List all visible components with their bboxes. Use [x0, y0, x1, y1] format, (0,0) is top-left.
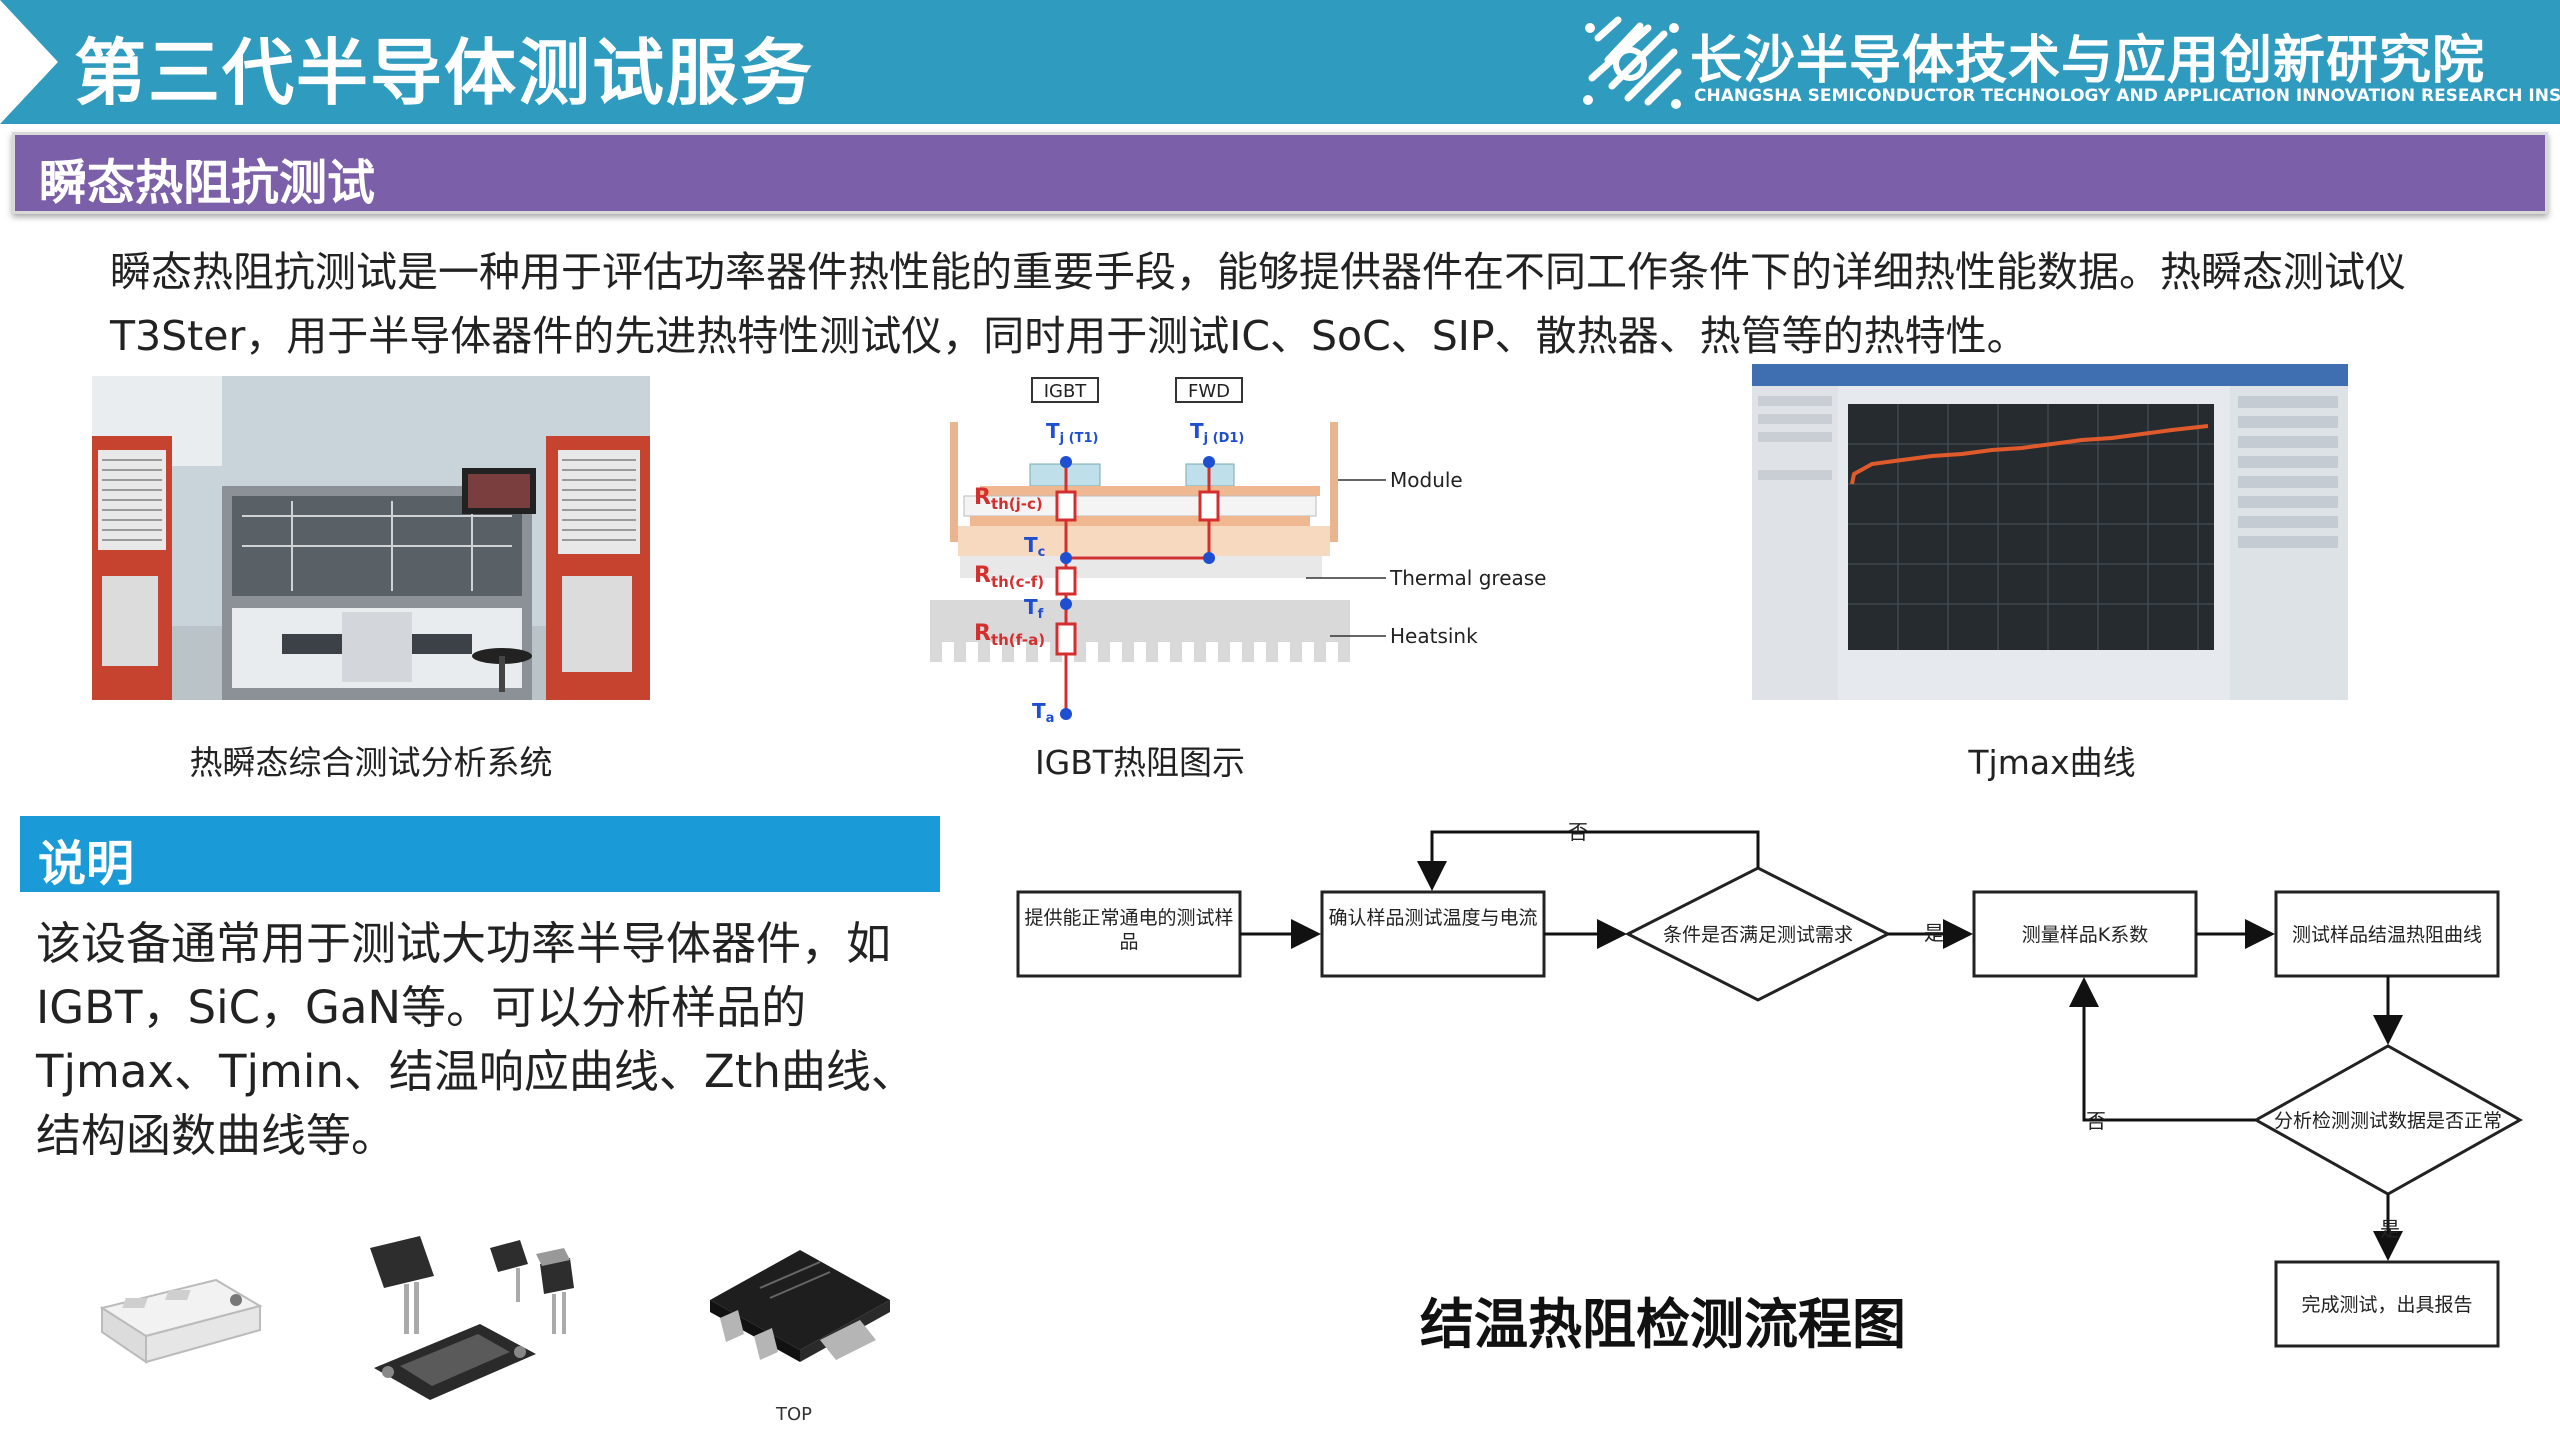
flow-label-no-2: 否 — [2086, 1109, 2106, 1133]
rth-fa-label: R — [974, 621, 991, 646]
svg-text:Tf: Tf — [1024, 595, 1044, 622]
page-title: 第三代半导体测试服务 — [74, 31, 815, 115]
header-bar: 第三代半导体测试服务 长沙半导体技术与应用创新研究院 CHANGSHA SEMI… — [0, 0, 2560, 124]
explanation-title: 说明 — [38, 836, 135, 892]
test-system-caption: 热瞬态综合测试分析系统 — [189, 743, 553, 782]
rth-cf-label: R — [974, 563, 991, 588]
discrete-devices-image — [370, 1236, 574, 1400]
institute-name-en: CHANGSHA SEMICONDUCTOR TECHNOLOGY AND AP… — [1694, 86, 2560, 106]
flow-text-4: 测试样品结温热阻曲线 — [2292, 924, 2482, 946]
tf-sub: f — [1038, 607, 1044, 622]
svg-text:Rth(c-f): Rth(c-f) — [974, 563, 1044, 591]
tjmax-curve-photo — [1752, 364, 2348, 700]
tc-sub: c — [1038, 545, 1046, 560]
flow-text-decision-2: 分析检测测试数据是否正常 — [2274, 1110, 2502, 1132]
thermal-grease-label: Thermal grease — [1389, 566, 1546, 590]
module-label: Module — [1390, 468, 1463, 492]
svg-text:Tc: Tc — [1024, 533, 1045, 560]
flow-node-prepare-sample — [1016, 890, 1242, 978]
flow-label-yes-1: 是 — [1924, 921, 1944, 945]
tjmax-curve-illustration — [1752, 364, 2348, 700]
institute-logo-icon — [1583, 16, 1682, 109]
tc-label: T — [1024, 533, 1038, 557]
rth-jc-sub: th(j-c) — [991, 495, 1043, 513]
section-title: 瞬态热阻抗测试 — [39, 155, 376, 211]
svg-text:Tj (D1): Tj (D1) — [1190, 419, 1244, 446]
flow-text-3: 测量样品K系数 — [2022, 924, 2148, 946]
flow-edge-no-1 — [1417, 830, 1760, 891]
tf-label: T — [1024, 595, 1038, 619]
igbt-label: IGBT — [1044, 381, 1088, 402]
test-system-photo — [92, 376, 650, 700]
section-title-bar: 瞬态热阻抗测试 — [12, 132, 2548, 214]
flowchart-title: 结温热阻检测流程图 — [1420, 1293, 1906, 1356]
tj1-sub: j (T1) — [1059, 431, 1099, 446]
explanation-title-bar: 说明 — [20, 816, 940, 892]
flow-text-decision-1: 条件是否满足测试需求 — [1663, 924, 1853, 946]
intro-paragraph: 瞬态热阻抗测试是一种用于评估功率器件热性能的重要手段，能够提供器件在不同工作条件… — [110, 248, 2406, 360]
flow-node-confirm-conditions — [1320, 890, 1546, 978]
igbt-thermal-diagram: IGBT FWD — [920, 372, 1600, 732]
igbt-diagram-caption: IGBT热阻图示 — [1034, 743, 1246, 782]
ta-label: T — [1032, 699, 1046, 723]
svg-text:Rth(f-a): Rth(f-a) — [974, 621, 1045, 649]
ta-sub: a — [1046, 711, 1055, 726]
igbt-module-image — [99, 1278, 263, 1364]
flow-node-report — [2274, 1260, 2500, 1348]
svg-text:Tj (T1): Tj (T1) — [1046, 419, 1098, 446]
rth-fa-sub: th(f-a) — [991, 631, 1045, 649]
tj2-label: T — [1190, 419, 1204, 443]
institute-name-cn: 长沙半导体技术与应用创新研究院 — [1690, 31, 2486, 91]
svg-text:Rth(j-c): Rth(j-c) — [974, 485, 1043, 513]
tj1-label: T — [1046, 419, 1060, 443]
flowchart-diagram: 提供能正常通电的测试样品 确认样品测试温度与电流 条件是否满足测试需求 测量样品… — [1016, 820, 2524, 1348]
tj2-sub: j (D1) — [1203, 431, 1245, 446]
fwd-label: FWD — [1188, 381, 1230, 402]
tjmax-caption: Tjmax曲线 — [1968, 743, 2136, 782]
smd-package-image — [710, 1250, 890, 1362]
flow-decision-data-normal — [2252, 1044, 2524, 1196]
flow-label-no-1: 否 — [1568, 820, 1588, 844]
flow-edge-no-2 — [2069, 977, 2256, 1122]
rth-jc-label: R — [974, 485, 991, 510]
rth-cf-sub: th(c-f) — [991, 573, 1044, 591]
test-system-illustration — [92, 376, 650, 700]
flow-node-test-curve — [2274, 890, 2500, 978]
header-arrow-shape — [0, 0, 58, 124]
product-top-label: TOP — [776, 1404, 813, 1425]
svg-text:Ta: Ta — [1032, 699, 1054, 726]
heatsink-label: Heatsink — [1390, 624, 1478, 648]
flow-text-1: 提供能正常通电的测试样品 — [1024, 907, 1233, 953]
flow-label-yes-2: 是 — [2380, 1217, 2400, 1241]
flow-text-2: 确认样品测试温度与电流 — [1328, 907, 1537, 929]
explanation-paragraph: 该设备通常用于测试大功率半导体器件，如IGBT，SiC，GaN等。可以分析样品的… — [36, 917, 916, 1162]
flow-text-5: 完成测试，出具报告 — [2301, 1294, 2472, 1316]
